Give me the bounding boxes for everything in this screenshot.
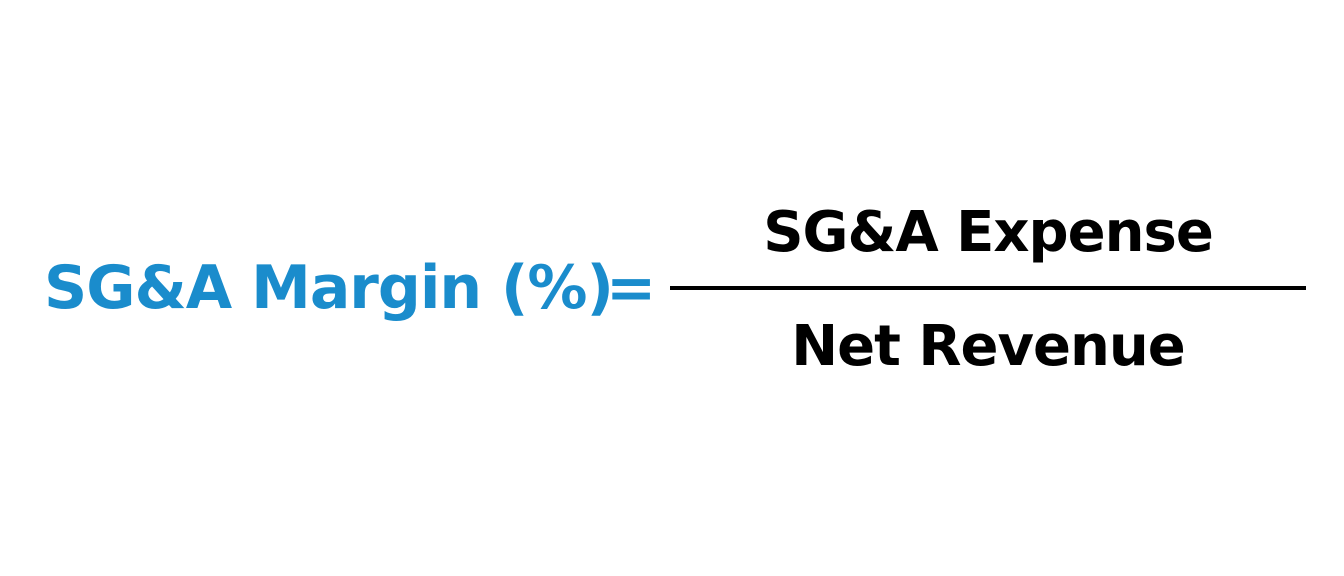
fraction: SG&A Expense Net Revenue <box>670 190 1306 390</box>
equals-sign: = <box>606 253 657 323</box>
fraction-bar-divider <box>670 286 1306 290</box>
denominator-label: Net Revenue <box>791 314 1185 379</box>
numerator-label: SG&A Expense <box>763 200 1214 265</box>
formula-lhs-label: SG&A Margin (%) <box>44 253 614 323</box>
